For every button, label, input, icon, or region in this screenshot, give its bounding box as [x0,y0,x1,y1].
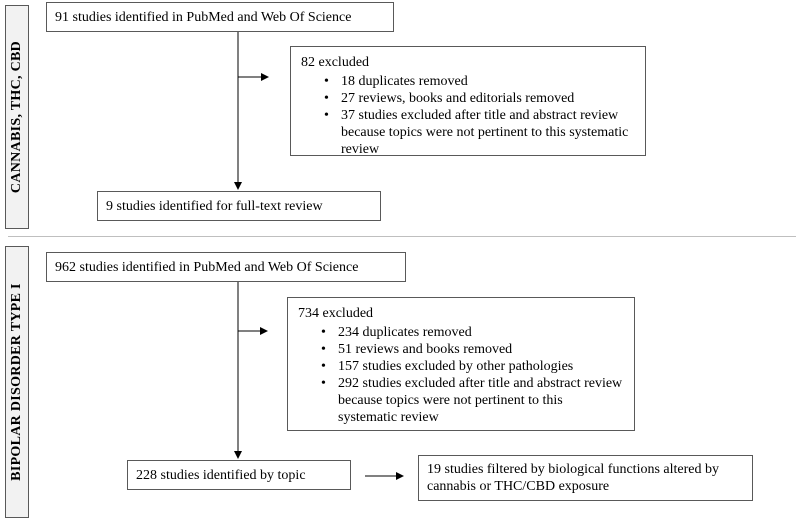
list-item: 234 duplicates removed [321,324,624,341]
bipolar-by-topic-box: 228 studies identified by topic [127,460,351,490]
list-item: 51 reviews and books removed [321,341,624,358]
bipolar-excluded-box: 734 excluded 234 duplicates removed 51 r… [287,297,635,431]
list-item: 292 studies excluded after title and abs… [321,375,624,426]
section-label-cannabis: CANNABIS, THC, CBD [5,5,29,229]
cannabis-excluded-list: 18 duplicates removed 27 reviews, books … [301,73,635,158]
bipolar-filtered-text: 19 studies filtered by biological functi… [427,462,719,494]
cannabis-full-text-text: 9 studies identified for full-text revie… [106,198,323,214]
bipolar-identified-text: 962 studies identified in PubMed and Web… [55,259,359,275]
section-divider [8,236,796,237]
cannabis-excluded-title: 82 excluded [301,55,370,70]
bipolar-filtered-box: 19 studies filtered by biological functi… [418,455,753,501]
bipolar-by-topic-text: 228 studies identified by topic [136,467,306,483]
bipolar-excluded-list: 234 duplicates removed 51 reviews and bo… [298,324,624,426]
cannabis-identified-text: 91 studies identified in PubMed and Web … [55,9,352,25]
list-item: 37 studies excluded after title and abst… [324,107,635,158]
cannabis-full-text-box: 9 studies identified for full-text revie… [97,191,381,221]
section-label-bipolar: BIPOLAR DISORDER TYPE I [5,246,29,518]
bipolar-identified-box: 962 studies identified in PubMed and Web… [46,252,406,282]
list-item: 27 reviews, books and editorials removed [324,90,635,107]
list-item: 18 duplicates removed [324,73,635,90]
cannabis-excluded-box: 82 excluded 18 duplicates removed 27 rev… [290,46,646,158]
list-item: 157 studies excluded by other pathologie… [321,358,624,375]
cannabis-identified-box: 91 studies identified in PubMed and Web … [46,2,394,32]
bipolar-excluded-title: 734 excluded [298,306,374,321]
